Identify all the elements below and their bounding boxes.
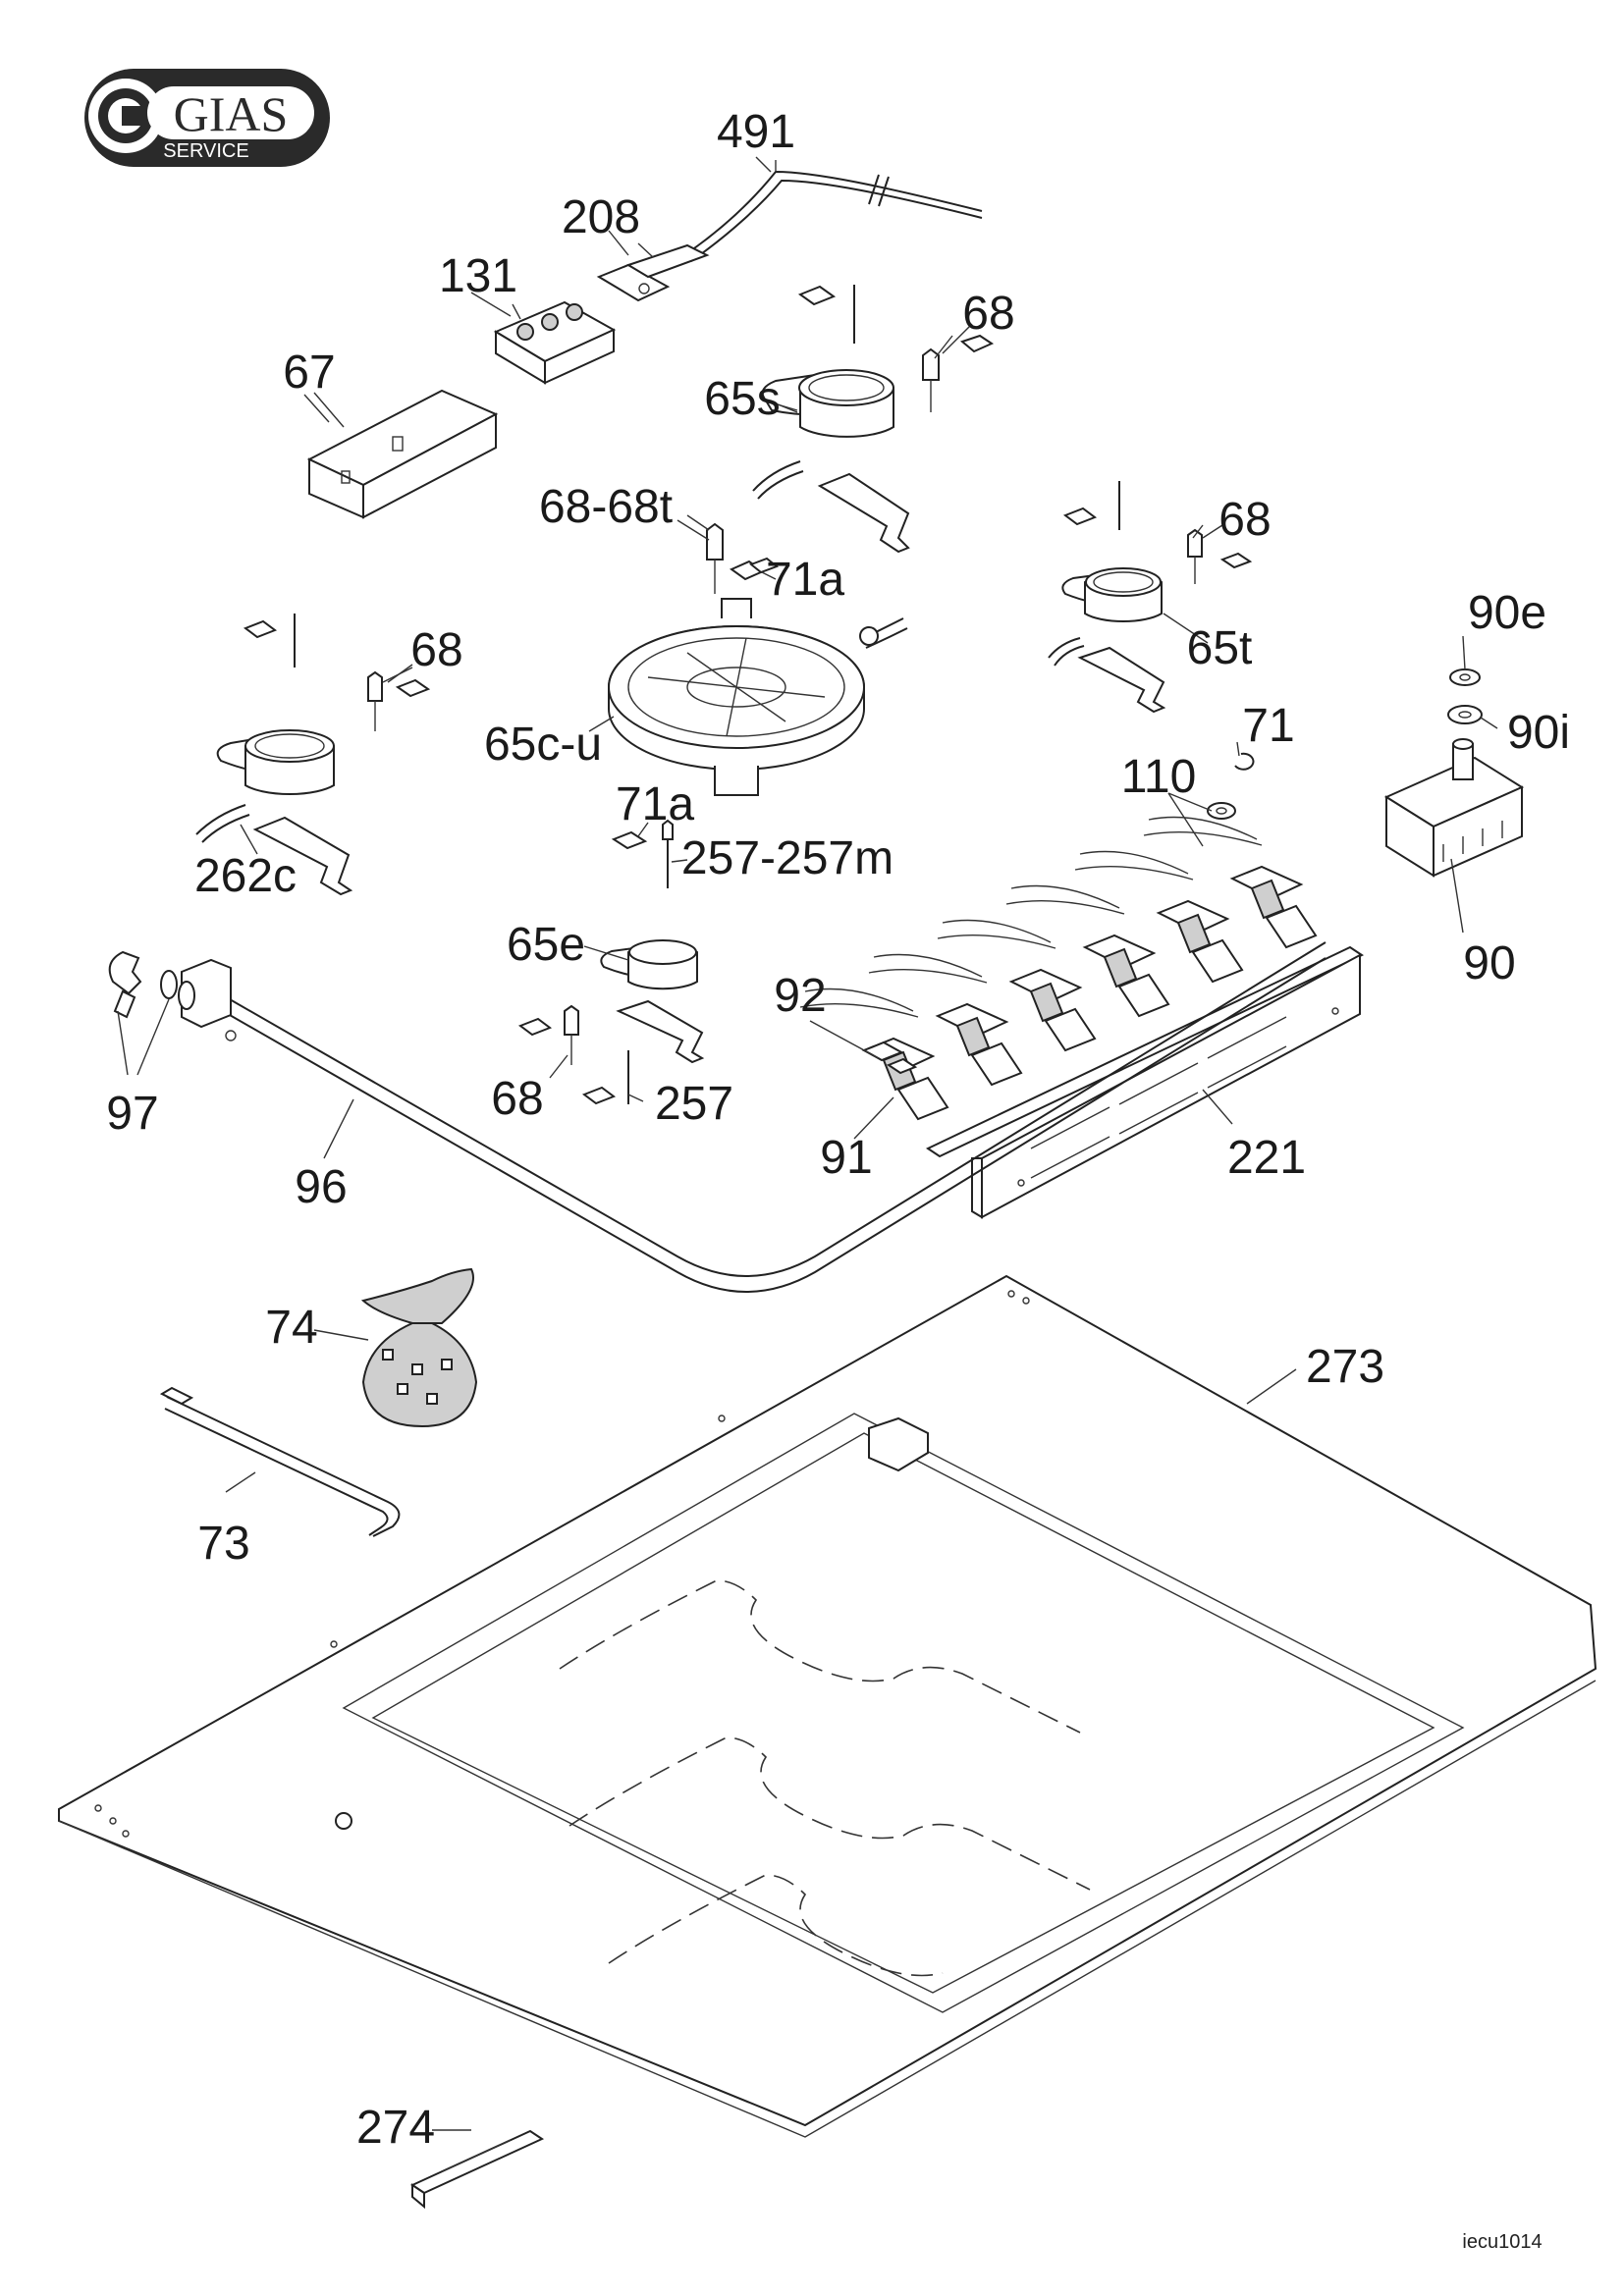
part-274-bracket — [409, 2129, 545, 2210]
callout-257: 257 — [655, 1078, 733, 1130]
callout-labels: 491 208 131 67 68 65s 68-68t 71a 68 65t … — [106, 106, 1570, 2253]
callout-90e: 90e — [1468, 587, 1546, 639]
callout-131: 131 — [439, 250, 517, 302]
part-131-terminal-block — [470, 292, 617, 385]
leader-lines — [117, 160, 1498, 2131]
part-257-257m-electrode — [662, 819, 674, 888]
logo-sub-text: SERVICE — [163, 140, 248, 162]
logo-brand-text: GIAS — [174, 86, 289, 141]
part-68-thermocouple-left — [367, 667, 431, 731]
callout-262c: 262c — [194, 850, 297, 902]
callout-257-257m: 257-257m — [681, 832, 893, 884]
part-ignition-electrode-65s — [797, 285, 855, 344]
part-74-injector-bag — [360, 1267, 478, 1428]
part-90-selector-switch — [1383, 738, 1525, 878]
callout-90: 90 — [1463, 937, 1515, 989]
part-65s-burner — [752, 369, 910, 554]
callout-91: 91 — [820, 1132, 872, 1184]
part-67-ignition-unit — [306, 389, 499, 519]
callout-65e: 65e — [507, 919, 585, 971]
part-110-washer — [1207, 802, 1236, 820]
part-262c-burner — [195, 729, 353, 896]
part-ignition-electrode-left — [243, 614, 296, 667]
callout-68-65t: 68 — [1218, 494, 1271, 546]
callout-67: 67 — [283, 347, 335, 399]
part-91-gas-valves — [861, 865, 1318, 1121]
callout-71: 71 — [1242, 700, 1294, 752]
callout-96: 96 — [295, 1161, 347, 1213]
gias-service-logo: GIAS SERVICE — [84, 69, 330, 167]
callout-65c-u: 65c-u — [484, 719, 602, 771]
callout-65s: 65s — [704, 373, 780, 425]
part-68-68t-thermocouple — [686, 514, 724, 594]
part-71a-clip-top — [729, 557, 779, 581]
callout-97: 97 — [106, 1088, 158, 1140]
callout-65t: 65t — [1187, 622, 1253, 674]
part-90e-washer — [1449, 668, 1481, 686]
callout-68-68t: 68-68t — [539, 481, 673, 533]
part-90i-washer — [1447, 705, 1483, 724]
callout-208: 208 — [562, 191, 640, 243]
part-68-thermocouple-65s — [922, 323, 995, 412]
part-273-hob-plate — [58, 1274, 1597, 2138]
callout-68-65e: 68 — [491, 1073, 543, 1125]
callout-274: 274 — [356, 2102, 435, 2154]
part-68-thermocouple-65t — [1187, 524, 1253, 584]
part-491-cable — [686, 156, 983, 262]
part-71a-clip-mid — [611, 830, 648, 850]
part-65t-burner — [1048, 567, 1166, 714]
part-68-thermocouple-65e — [517, 1004, 579, 1065]
part-ignition-electrode-65t — [1062, 481, 1120, 530]
part-257-electrode — [581, 1050, 629, 1105]
part-71-clip — [1234, 752, 1255, 771]
callout-491: 491 — [717, 106, 795, 158]
callout-74: 74 — [265, 1302, 317, 1354]
part-65c-u-burner — [608, 598, 908, 796]
part-96-gas-pipe — [181, 941, 1326, 1293]
part-65e-burner — [600, 939, 705, 1064]
part-73-key — [159, 1386, 401, 1537]
callout-73: 73 — [197, 1518, 249, 1570]
callout-92: 92 — [774, 970, 826, 1022]
part-208-cable-clamp — [596, 242, 710, 302]
callout-68-65s: 68 — [962, 288, 1014, 340]
part-valve-wires — [799, 816, 1263, 1018]
callout-90i: 90i — [1507, 707, 1570, 759]
part-97-fittings — [108, 950, 195, 1019]
callout-71a-top: 71a — [766, 554, 844, 606]
callout-71a-mid: 71a — [616, 778, 694, 830]
callout-68-left: 68 — [410, 624, 462, 676]
callout-110: 110 — [1121, 751, 1197, 803]
callout-273: 273 — [1306, 1341, 1384, 1393]
callout-221: 221 — [1227, 1132, 1306, 1184]
drawing-code: iecu1014 — [1462, 2231, 1542, 2253]
